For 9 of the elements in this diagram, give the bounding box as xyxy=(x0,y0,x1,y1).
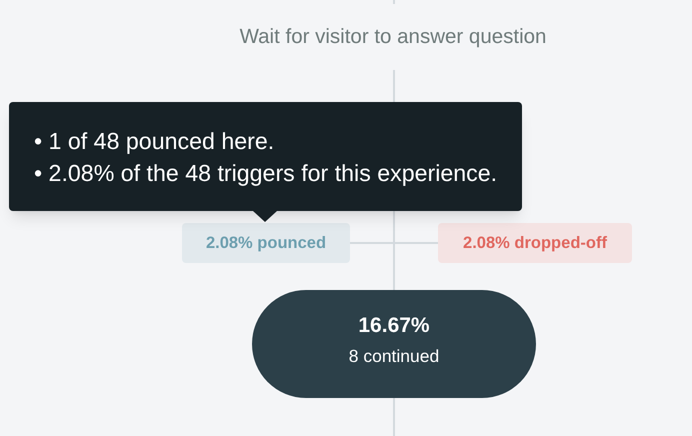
connector-line xyxy=(393,398,395,436)
pill-caption: 8 continued xyxy=(348,348,440,366)
connector-line xyxy=(350,242,438,244)
tooltip-text: • 2.08% of the 48 triggers for this experience. xyxy=(34,158,498,188)
tooltip-text: • 1 of 48 pounced here. xyxy=(34,126,274,156)
edge-label: Wait for visitor to answer question xyxy=(240,25,546,49)
pill-percentage: 16.67% xyxy=(358,314,430,336)
stat-tag: 2.08% pounced xyxy=(182,223,350,263)
stat-tag: 2.08% dropped-off xyxy=(438,223,632,263)
